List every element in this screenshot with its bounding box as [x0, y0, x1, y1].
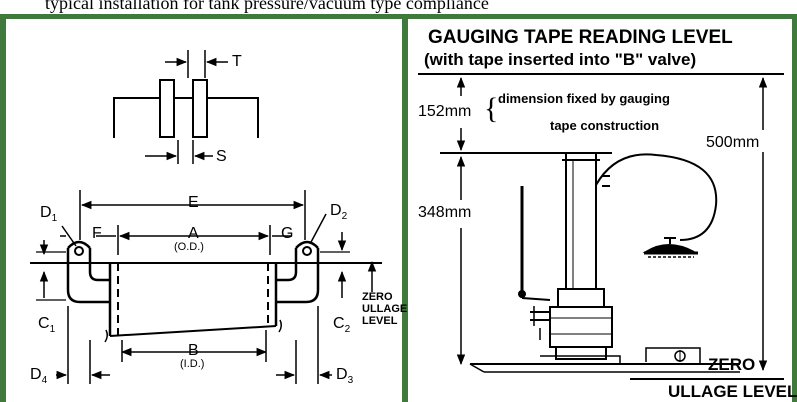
label-d2: D2 — [330, 202, 348, 223]
caption-fragment: typical installation for tank pressure/v… — [45, 0, 489, 13]
label-500mm: 500mm — [706, 134, 760, 151]
label-zero-ullage-2: ULLAGE — [362, 303, 408, 315]
label-d1: D1 — [40, 204, 58, 225]
label-a-od: (O.D.) — [174, 241, 204, 253]
label-348mm: 348mm — [418, 204, 472, 221]
label-152mm: 152mm — [418, 103, 472, 120]
right-title: GAUGING TAPE READING LEVEL — [428, 27, 733, 48]
top-caption: typical installation for tank pressure/v… — [0, 0, 797, 14]
label-zero: ZERO — [708, 355, 756, 374]
label-ullage-level: ULLAGE LEVEL — [668, 382, 797, 401]
label-c1: C1 — [38, 315, 56, 336]
note-line-2: tape construction — [550, 118, 660, 133]
label-f: F — [92, 225, 102, 242]
right-subtitle: (with tape inserted into "B" valve) — [424, 50, 697, 69]
label-b: B — [188, 342, 199, 359]
baffle-detail — [113, 50, 259, 164]
brace: { — [484, 92, 499, 125]
label-d3: D3 — [336, 366, 354, 387]
label-g: G — [281, 225, 294, 242]
label-zero-ullage-3: LEVEL — [362, 315, 398, 327]
label-c2: C2 — [333, 315, 351, 336]
label-t: T — [232, 53, 242, 70]
frame — [0, 14, 797, 402]
right-diagram — [418, 73, 784, 380]
label-zero-ullage-1: ZERO — [362, 291, 393, 303]
label-s: S — [216, 148, 227, 165]
label-b-id: (I.D.) — [180, 358, 205, 370]
label-a: A — [188, 225, 199, 242]
left-diagram — [30, 50, 382, 384]
label-d4: D4 — [30, 366, 48, 387]
label-e: E — [188, 194, 199, 211]
note-line-1: dimension fixed by gauging — [498, 91, 670, 106]
